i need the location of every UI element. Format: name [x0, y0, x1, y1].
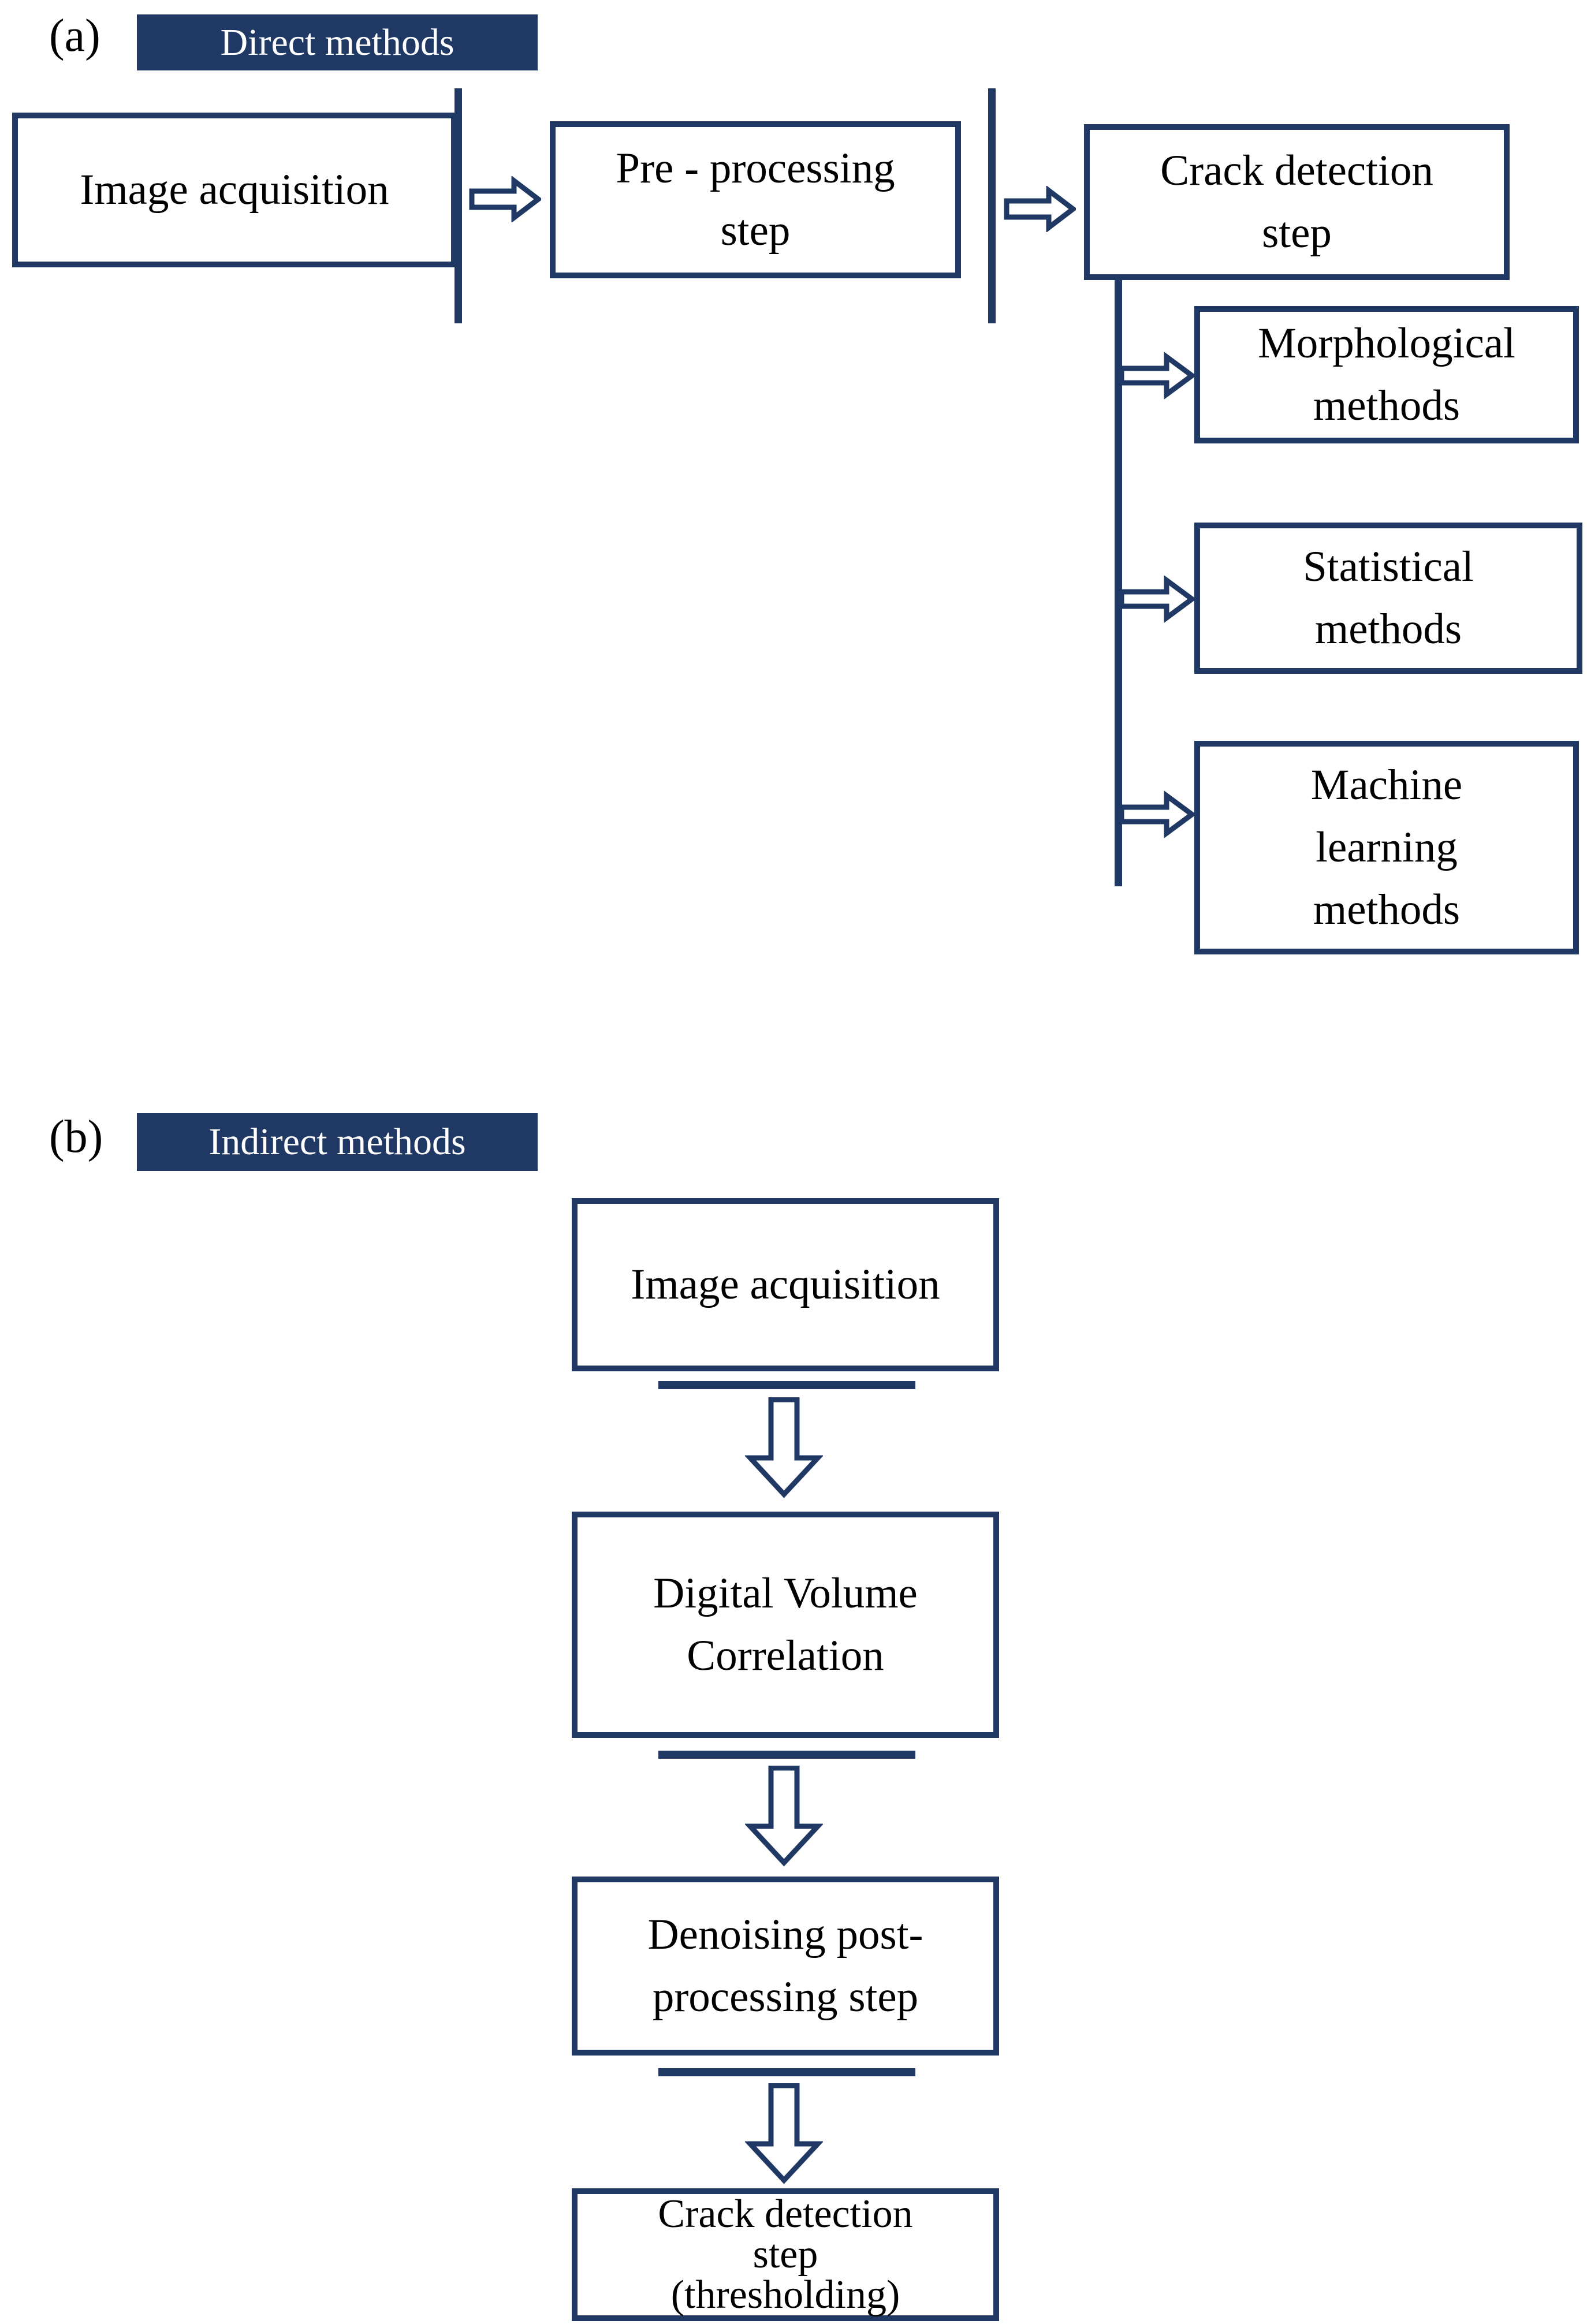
box-label: Statistical	[1303, 543, 1474, 591]
box-label: Correlation	[687, 1632, 884, 1680]
box-label: Machine	[1310, 761, 1463, 809]
box-a-image-acquisition: Image acquisition	[12, 113, 457, 267]
section-a-label: (a)	[49, 10, 100, 61]
box-a-statistical-methods: Statistical methods	[1194, 523, 1582, 674]
box-label: Morphological	[1258, 319, 1515, 367]
arrow-down-icon	[745, 1766, 823, 1867]
box-label: processing step	[652, 1973, 919, 2021]
box-a-preprocessing-step: Pre - processing step	[550, 121, 961, 278]
column-divider	[988, 88, 996, 323]
step-divider	[658, 2068, 915, 2076]
box-label: Image acquisition	[80, 166, 389, 214]
box-b-crack-detection-thresholding: Crack detection step (thresholding)	[572, 2188, 999, 2321]
step-divider	[658, 1381, 915, 1389]
box-label: Denoising post-	[647, 1911, 923, 1959]
section-a-header-text: Direct methods	[220, 21, 455, 64]
column-divider	[455, 88, 462, 323]
box-label: Image acquisition	[631, 1260, 940, 1308]
box-label: methods	[1314, 605, 1462, 653]
box-label: step	[752, 2232, 818, 2277]
step-divider	[658, 1751, 915, 1759]
box-label: methods	[1313, 886, 1461, 934]
box-b-digital-volume-correlation: Digital Volume Correlation	[572, 1512, 999, 1738]
box-a-machine-learning-methods: Machine learning methods	[1194, 741, 1579, 954]
arrow-right-icon	[1120, 790, 1194, 839]
box-label: Pre - processing	[616, 144, 895, 192]
arrow-down-icon	[745, 1397, 823, 1498]
arrow-right-icon	[469, 176, 541, 222]
box-label: step	[1262, 209, 1332, 257]
section-b-header-text: Indirect methods	[208, 1121, 466, 1163]
box-b-denoising-postprocessing: Denoising post- processing step	[572, 1877, 999, 2056]
arrow-right-icon	[1120, 575, 1194, 624]
section-b-label: (b)	[49, 1111, 103, 1162]
branch-connector-line	[1115, 280, 1122, 886]
section-b-header: Indirect methods	[137, 1113, 538, 1171]
box-label: Crack detection	[1160, 147, 1433, 195]
box-label: (thresholding)	[670, 2273, 900, 2317]
box-label: step	[720, 207, 791, 255]
arrow-down-icon	[745, 2083, 823, 2184]
section-a-header: Direct methods	[137, 14, 538, 70]
box-a-morphological-methods: Morphological methods	[1194, 306, 1579, 443]
box-label: Digital Volume	[653, 1569, 918, 1617]
box-b-image-acquisition: Image acquisition	[572, 1198, 999, 1371]
arrow-right-icon	[1004, 186, 1076, 232]
box-label: Crack detection	[658, 2192, 913, 2236]
box-label: methods	[1313, 382, 1461, 430]
box-a-crack-detection-step: Crack detection step	[1084, 124, 1510, 280]
arrow-right-icon	[1120, 351, 1194, 400]
box-label: learning	[1316, 823, 1458, 871]
